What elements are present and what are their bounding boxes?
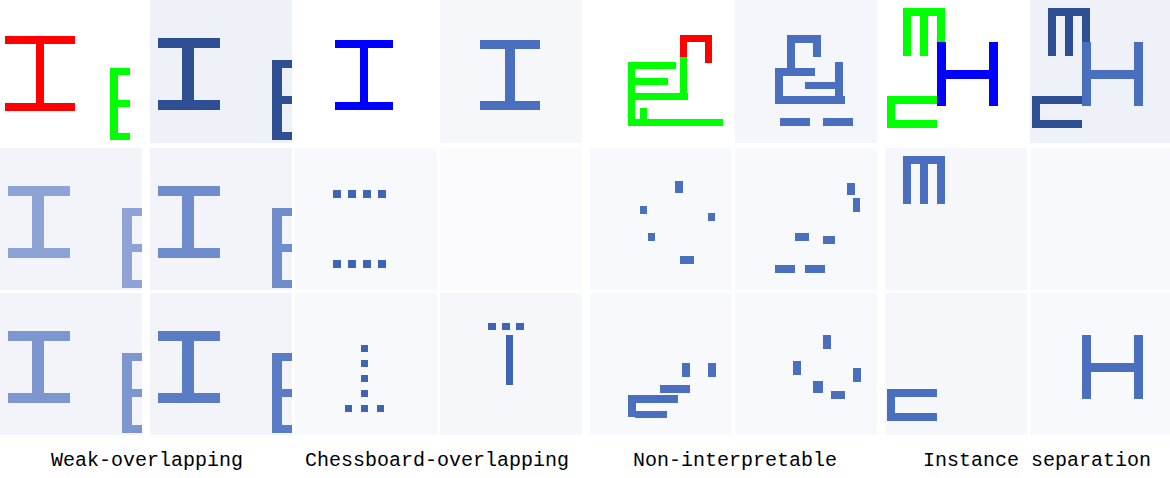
slot-mask-grid: [0, 0, 1170, 445]
panel-caption: Instance separation: [923, 448, 1151, 474]
panel-caption: Chessboard-overlapping: [305, 448, 569, 474]
panel-caption: Weak-overlapping: [51, 448, 243, 474]
panel-caption: Non-interpretable: [633, 448, 837, 474]
